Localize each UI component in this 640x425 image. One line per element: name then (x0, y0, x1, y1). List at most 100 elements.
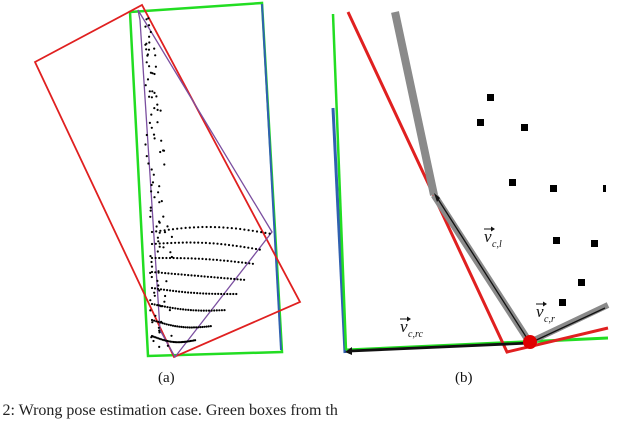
lidar-point (193, 291, 196, 294)
figure-caption: ig. 2: Wrong pose estimation case. Green… (0, 402, 338, 419)
lidar-point (152, 133, 156, 136)
lidar-point (154, 242, 157, 245)
lidar-point (162, 246, 165, 249)
lidar-point (230, 260, 233, 263)
lidar-point (199, 292, 202, 295)
lidar-point (147, 162, 150, 165)
lidar-point (179, 257, 182, 260)
lidar-point (239, 245, 242, 248)
lidar-point (201, 225, 204, 229)
lidar-point (158, 329, 161, 332)
lidar-point (152, 173, 155, 176)
lidar-point (150, 336, 153, 339)
lidar-point (150, 190, 153, 193)
lidar-point (208, 292, 211, 295)
lidar-point (205, 258, 208, 261)
lidar-point (167, 272, 170, 275)
lidar-point (220, 276, 223, 279)
lidar-point (166, 344, 169, 347)
lidar-point (160, 305, 163, 308)
lidar-point (151, 90, 154, 93)
lidar-point (237, 261, 240, 264)
lidar-point (172, 256, 175, 260)
subfigure-label-a: (a) (158, 370, 175, 386)
point-marker (487, 94, 494, 101)
lidar-point (150, 256, 154, 260)
green-bounding-box (128, 1, 284, 358)
lidar-point (248, 262, 251, 265)
lidar-point (187, 291, 190, 294)
lidar-point (208, 258, 211, 261)
lidar-point (251, 247, 254, 250)
lidar-point (153, 287, 157, 290)
lidar-point (210, 309, 213, 312)
lidar-point (160, 271, 163, 274)
lidar-point (173, 272, 177, 276)
lidar-point (144, 143, 147, 146)
lidar-point (169, 306, 172, 309)
lidar-point (150, 230, 154, 234)
lidar-point (163, 163, 166, 166)
lidar-point (178, 290, 181, 293)
lidar-point (205, 225, 208, 229)
lidar-point (170, 255, 173, 259)
svg-text:c,r: c,r (544, 314, 555, 325)
lidar-point (181, 241, 184, 244)
lidar-point (201, 257, 204, 260)
lidar-point (156, 103, 159, 106)
point-marker (559, 299, 566, 306)
lidar-point (210, 275, 213, 279)
lidar-point (169, 251, 172, 254)
lidar-point (207, 325, 210, 328)
lidar-point (153, 91, 156, 94)
lidar-point (162, 242, 165, 245)
lidar-point (153, 137, 156, 140)
lidar-point (219, 259, 222, 262)
lidar-point (165, 323, 168, 326)
lidar-point (175, 290, 178, 293)
lidar-point (145, 155, 148, 158)
lidar-point (233, 260, 236, 263)
lidar-point (192, 326, 196, 329)
lidar-point (154, 271, 157, 274)
lidar-point (186, 326, 189, 329)
lidar-point (203, 325, 206, 328)
lidar-point (149, 30, 152, 34)
lidar-point (156, 304, 159, 307)
lidar-point (168, 256, 172, 260)
lidar-point (206, 275, 209, 278)
lidar-point (231, 244, 234, 247)
lidar-point (189, 309, 192, 312)
lidar-point (158, 289, 161, 292)
lidar-point (157, 191, 160, 194)
lidar-point (239, 227, 242, 231)
corner-point-icon (523, 335, 537, 349)
lidar-point (247, 229, 250, 232)
lidar-point (158, 256, 161, 260)
lidar-point (159, 288, 163, 291)
lidar-point (215, 309, 218, 312)
svg-text:v: v (536, 302, 544, 321)
lidar-point (153, 291, 156, 294)
lidar-point (178, 325, 181, 328)
lidar-point (155, 320, 158, 323)
lidar-point (158, 245, 161, 248)
lidar-point (226, 259, 229, 262)
lidar-point (146, 54, 149, 57)
lidar-point (214, 292, 217, 295)
lidar-point (229, 292, 232, 296)
lidar-point (193, 241, 196, 244)
lidar-point (187, 257, 190, 260)
lidar-point (180, 325, 183, 328)
point-marker (477, 119, 484, 126)
blue-box-edge (261, 3, 282, 351)
lidar-point (145, 61, 148, 64)
red-bounding-box (33, 3, 302, 359)
lidar-point (154, 65, 157, 68)
lidar-point (169, 324, 172, 327)
lidar-point (201, 325, 204, 329)
lidar-point (180, 227, 183, 230)
lidar-point (170, 272, 173, 275)
lidar-point (150, 113, 153, 116)
